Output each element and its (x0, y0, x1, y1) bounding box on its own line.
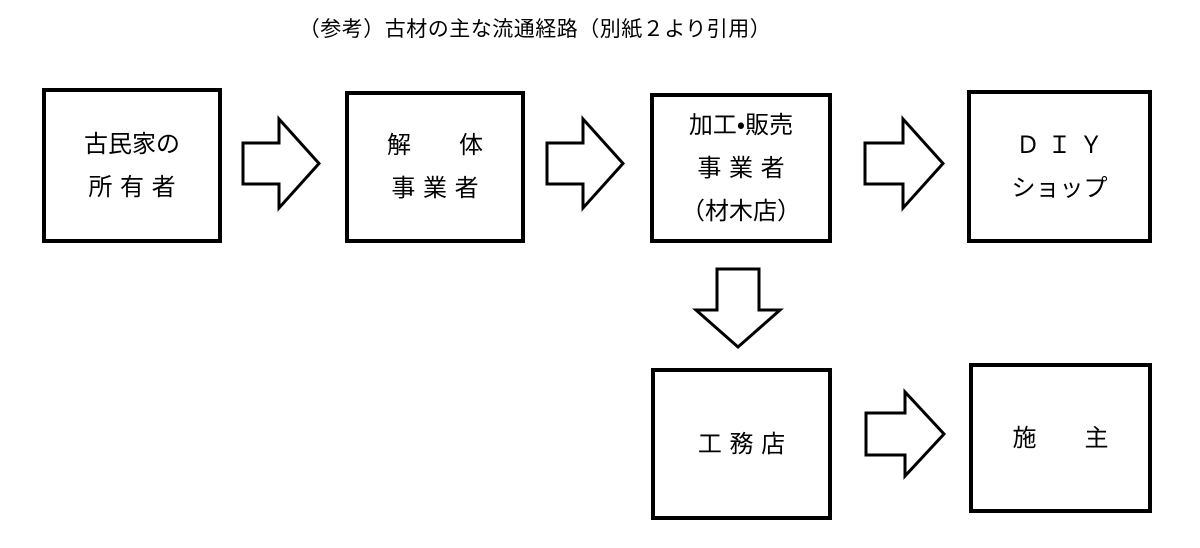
box-label-line: 古民家の (84, 129, 180, 158)
down-arrow-icon (692, 267, 784, 349)
right-arrow-icon (863, 115, 946, 212)
arrow-demolition-to-processor (545, 115, 626, 212)
right-arrow-icon (241, 115, 322, 212)
box-client-owner: 施 主 (969, 363, 1152, 513)
box-construction-company: 工 務 店 (651, 368, 832, 520)
box-diy-shop: Ｄ Ｉ Ｙ ショップ (967, 90, 1152, 243)
box-label-line: 解 体 (387, 131, 483, 159)
box-demolition-contractor: 解 体 事 業 者 (345, 91, 525, 243)
right-arrow-icon (545, 115, 626, 212)
diagram-title: （参考）古材の主な流通経路（別紙２より引用） (298, 17, 772, 41)
arrow-builder-to-client (864, 388, 947, 480)
box-label-line: Ｄ Ｉ Ｙ (1015, 130, 1104, 159)
box-label-line: 加工・販売 (688, 110, 794, 139)
box-label-line: 所 有 者 (88, 172, 176, 201)
arrow-processor-to-builder (692, 267, 784, 350)
box-label-line: 事 業 者 (391, 174, 479, 202)
box-label-line: 事 業 者 (697, 153, 785, 182)
box-old-house-owner: 古民家の 所 有 者 (42, 88, 222, 243)
box-processing-sales-business: 加工・販売 事 業 者 （材木店） (650, 93, 832, 243)
box-label-line: 工 務 店 (697, 429, 786, 458)
box-label-line: （材木店） (681, 196, 801, 225)
box-label-line: ショップ (1011, 173, 1108, 202)
arrow-processor-to-diy (863, 115, 946, 212)
arrow-owner-to-demolition (241, 115, 322, 212)
right-arrow-icon (864, 388, 947, 480)
box-label-line: 施 主 (1012, 423, 1109, 452)
